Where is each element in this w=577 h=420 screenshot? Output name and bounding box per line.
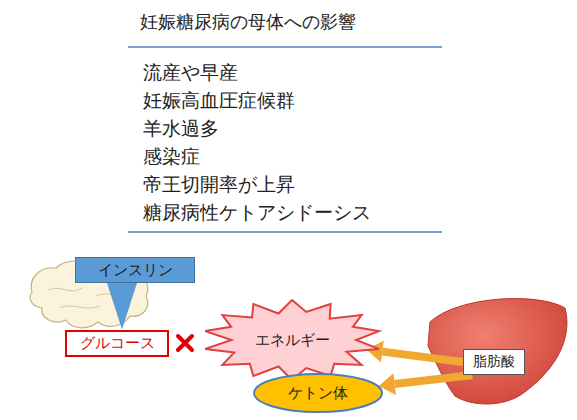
rule-line (128, 231, 442, 233)
connector-arrow (107, 283, 137, 330)
connector-arrow (379, 373, 473, 395)
list-item: 流産や早産 (143, 60, 238, 86)
title: 妊娠糖尿病の母体への影響 (140, 10, 356, 34)
liver (428, 299, 567, 404)
list-item: 帝王切開率が上昇 (143, 172, 295, 198)
energy-burst: エネルギー (202, 299, 382, 381)
substance-box: グルコース (65, 330, 169, 357)
substance-box: 脂肪酸 (463, 349, 525, 375)
list-item: 感染症 (143, 144, 200, 170)
node-text: ケトン体 (288, 384, 348, 403)
list-item: 羊水過多 (143, 116, 219, 142)
rule-line (128, 46, 442, 48)
list-item: 妊娠高血圧症候群 (143, 88, 295, 114)
list-item: 糖尿病性ケトアシドーシス (143, 200, 371, 226)
node-text: グルコース (80, 334, 155, 353)
node-text: 脂肪酸 (473, 353, 515, 371)
product-oval: ケトン体 (253, 373, 383, 413)
node-text: インスリン (98, 261, 173, 280)
connector-arrow (366, 341, 463, 363)
cross-mark (178, 336, 192, 350)
node-text: エネルギー (255, 331, 330, 350)
hormone-box: インスリン (75, 257, 195, 283)
